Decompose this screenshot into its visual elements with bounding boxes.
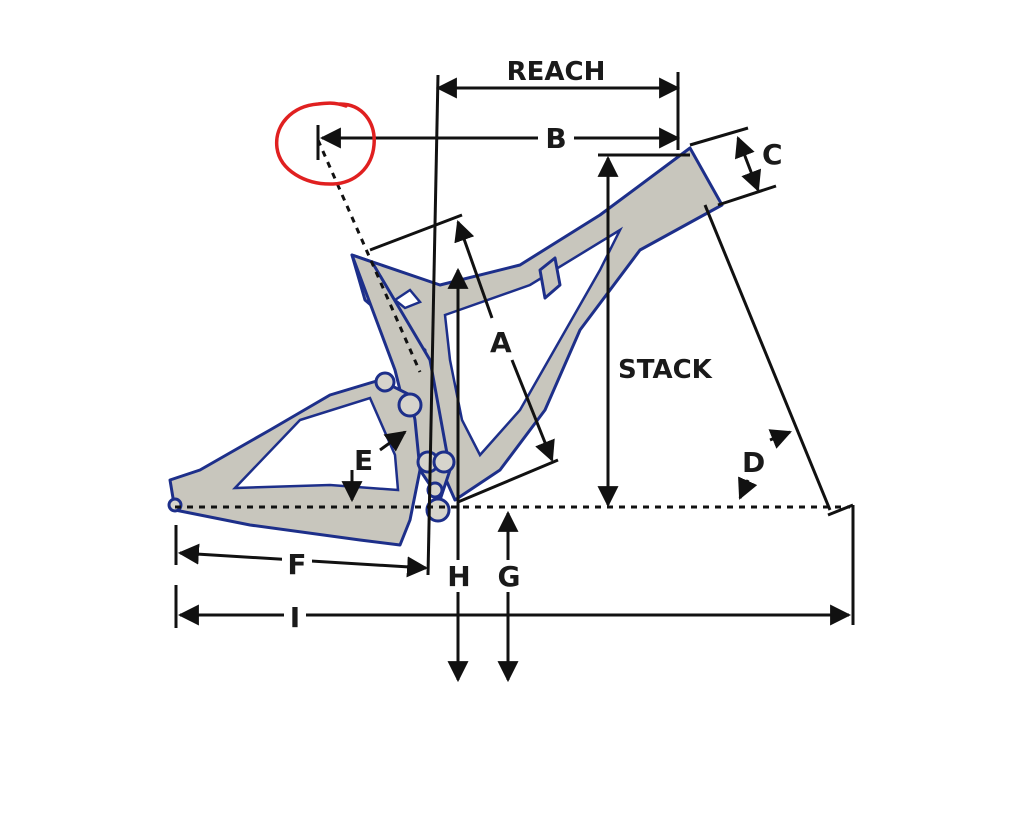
rear-axle [167,497,183,513]
cable-guide-tab [538,256,562,300]
lower-link-pivot-b [432,450,456,474]
bike-frame [167,146,724,547]
c-dimension-line [734,136,762,192]
i-label-bg [284,600,306,632]
h-label-bg [444,560,474,592]
i-label: I [290,601,300,634]
e-arrow-upper [379,430,407,452]
a-label: A [490,326,512,359]
d-arrow-lower [738,476,758,500]
b-label: B [545,122,566,155]
b-label-bg [538,122,574,154]
seat-tube [350,253,452,502]
main-pivot [426,481,444,499]
reach-label: REACH [507,57,606,87]
e-label: E [354,444,373,477]
d-label: D [742,446,765,479]
c-top-tick [689,126,749,147]
small-cutout-upper [392,288,423,310]
d-arrow-upper [768,429,792,449]
red-annotation-circle [275,101,376,186]
f-label-bg [282,548,312,580]
upper-link-pivot [374,371,396,393]
c-label: C [762,138,783,171]
head-tube-axis-line [703,204,832,511]
swingarm-cutout [231,396,400,492]
a-dimension-line-upper [454,220,494,319]
stack-label: STACK [618,355,713,385]
bb-vertical-reference-line [426,74,440,576]
a-dimension-line-lower [510,359,555,462]
a-top-tick [369,213,463,252]
g-label: G [498,560,521,593]
shock-pivot [397,392,423,418]
a-bottom-tick [457,458,559,504]
h-label: H [447,560,470,593]
c-bottom-tick [717,184,777,207]
front-axle-mark [827,503,854,517]
g-label-bg [494,560,524,592]
f-label: F [287,548,306,581]
